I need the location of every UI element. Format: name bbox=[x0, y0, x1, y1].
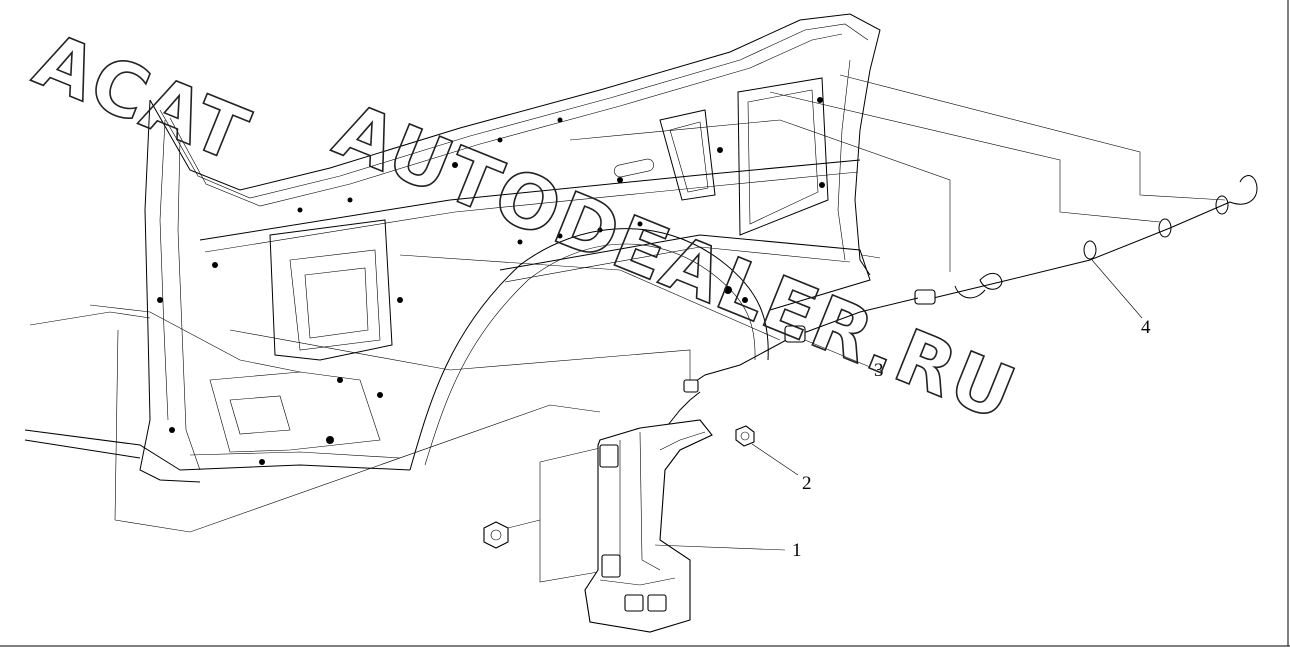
exploded-view-leader-lines bbox=[114, 74, 1226, 583]
part-3-cable-assembly bbox=[667, 297, 919, 426]
watermark-line2: AUTODEALER.RU bbox=[323, 87, 1027, 438]
watermark-line1: ACAT bbox=[23, 17, 261, 180]
callout-label-4: 4 bbox=[1141, 317, 1151, 338]
fastener-points bbox=[157, 97, 825, 465]
callout-label-3: 3 bbox=[874, 360, 884, 381]
callout-leaders bbox=[654, 259, 1143, 551]
part-1-bracket bbox=[584, 419, 713, 633]
callout-label-2: 2 bbox=[802, 473, 812, 494]
cab-body-frame bbox=[24, 13, 881, 483]
part-2-nut-left bbox=[483, 521, 509, 549]
part-2-nut bbox=[735, 425, 755, 447]
callout-label-1: 1 bbox=[792, 540, 802, 561]
part-4-cable-assembly bbox=[914, 175, 1258, 305]
